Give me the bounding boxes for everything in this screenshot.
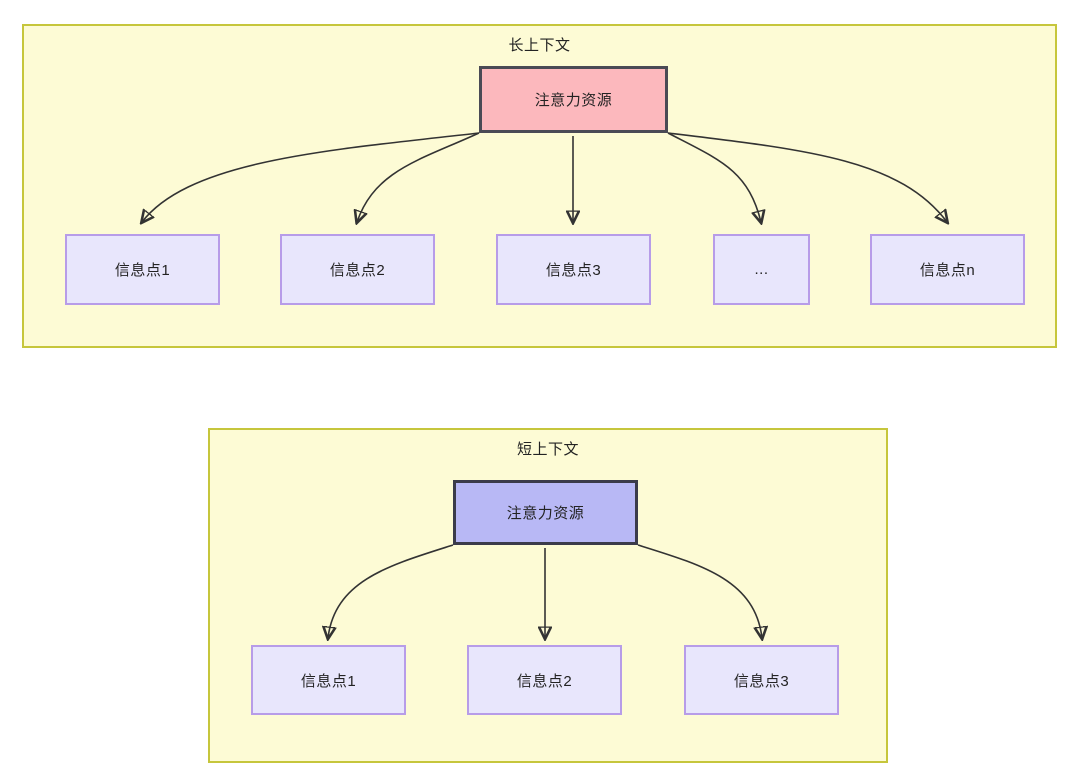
group-title-short-context: 短上下文 [516,441,579,458]
node-info-point-long-1[interactable]: 信息点1 [65,234,220,305]
node-info-point-short-3[interactable]: 信息点3 [684,645,839,715]
node-info-point-long-n[interactable]: 信息点n [870,234,1025,305]
node-attention-resource-long[interactable]: 注意力资源 [479,66,668,133]
node-info-point-long-ellipsis[interactable]: ... [713,234,810,305]
node-info-point-long-3[interactable]: 信息点3 [496,234,651,305]
node-info-point-short-2[interactable]: 信息点2 [467,645,622,715]
node-info-point-short-1[interactable]: 信息点1 [251,645,406,715]
node-info-point-long-2[interactable]: 信息点2 [280,234,435,305]
node-attention-resource-short[interactable]: 注意力资源 [453,480,638,545]
group-title-long-context: 长上下文 [508,37,571,54]
